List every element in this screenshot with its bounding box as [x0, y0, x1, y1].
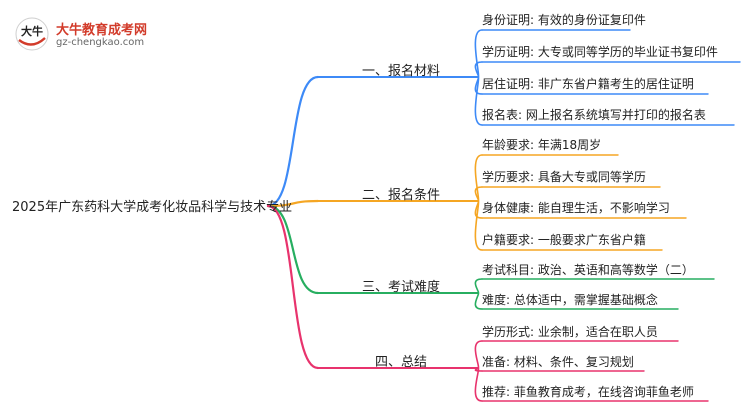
leaf-residence-proof: 居住证明: 非广东省户籍考生的居住证明 [482, 77, 694, 91]
leaf-application-form: 报名表: 网上报名系统填写并打印的报名表 [482, 108, 706, 122]
root-to-branch-connector [266, 204, 320, 370]
leaf-exam-difficulty: 难度: 总体适中，需掌握基础概念 [482, 293, 658, 307]
leaf-study-format: 学历形式: 业余制，适合在职人员 [482, 325, 658, 339]
logo-title: 大牛教育成考网 [56, 23, 148, 38]
leaf-id-proof: 身份证明: 有效的身份证复印件 [482, 13, 646, 27]
branch-to-leaf-connector [474, 278, 483, 294]
branch-to-leaf-connector [474, 76, 483, 126]
branch-to-leaf-connector [474, 367, 483, 402]
leaf-exam-subjects: 考试科目: 政治、英语和高等数学（二） [482, 263, 694, 277]
branch-summary: 四、总结 [375, 355, 428, 370]
branch-to-leaf-connector [474, 340, 483, 369]
leaf-health-requirement: 身体健康: 能自理生活，不影响学习 [482, 201, 670, 215]
logo-mark-text: 大牛 [21, 24, 43, 38]
leaf-age-requirement: 年龄要求: 年满18周岁 [482, 138, 602, 152]
root-to-branch-connector [266, 199, 320, 208]
leaf-preparation: 准备: 材料、条件、复习规划 [482, 355, 634, 369]
root-to-branch-connector [266, 75, 320, 208]
leaf-household-requirement: 户籍要求: 一般要求广东省户籍 [482, 233, 646, 247]
branch-application-conditions: 二、报名条件 [362, 188, 441, 203]
branch-to-leaf-connector [474, 292, 483, 310]
branch-application-materials: 一、报名材料 [362, 64, 441, 79]
branch-to-leaf-connector [474, 200, 483, 251]
root-topic: 2025年广东药科大学成考化妆品科学与技术专业 [12, 200, 293, 215]
leaf-recommendation: 推荐: 菲鱼教育成考，在线咨询菲鱼老师 [482, 385, 694, 399]
leaf-education-proof: 学历证明: 大专或同等学历的毕业证书复印件 [482, 45, 718, 59]
logo-url: gz-chengkao.com [56, 37, 145, 48]
branch-exam-difficulty: 三、考试难度 [362, 280, 441, 295]
root-to-branch-connector [266, 204, 320, 295]
leaf-education-requirement: 学历要求: 具备大专或同等学历 [482, 170, 646, 184]
logo-mark-icon: 大牛 [15, 17, 49, 51]
site-logo[interactable]: 大牛 大牛教育成考网 gz-chengkao.com [14, 16, 184, 52]
